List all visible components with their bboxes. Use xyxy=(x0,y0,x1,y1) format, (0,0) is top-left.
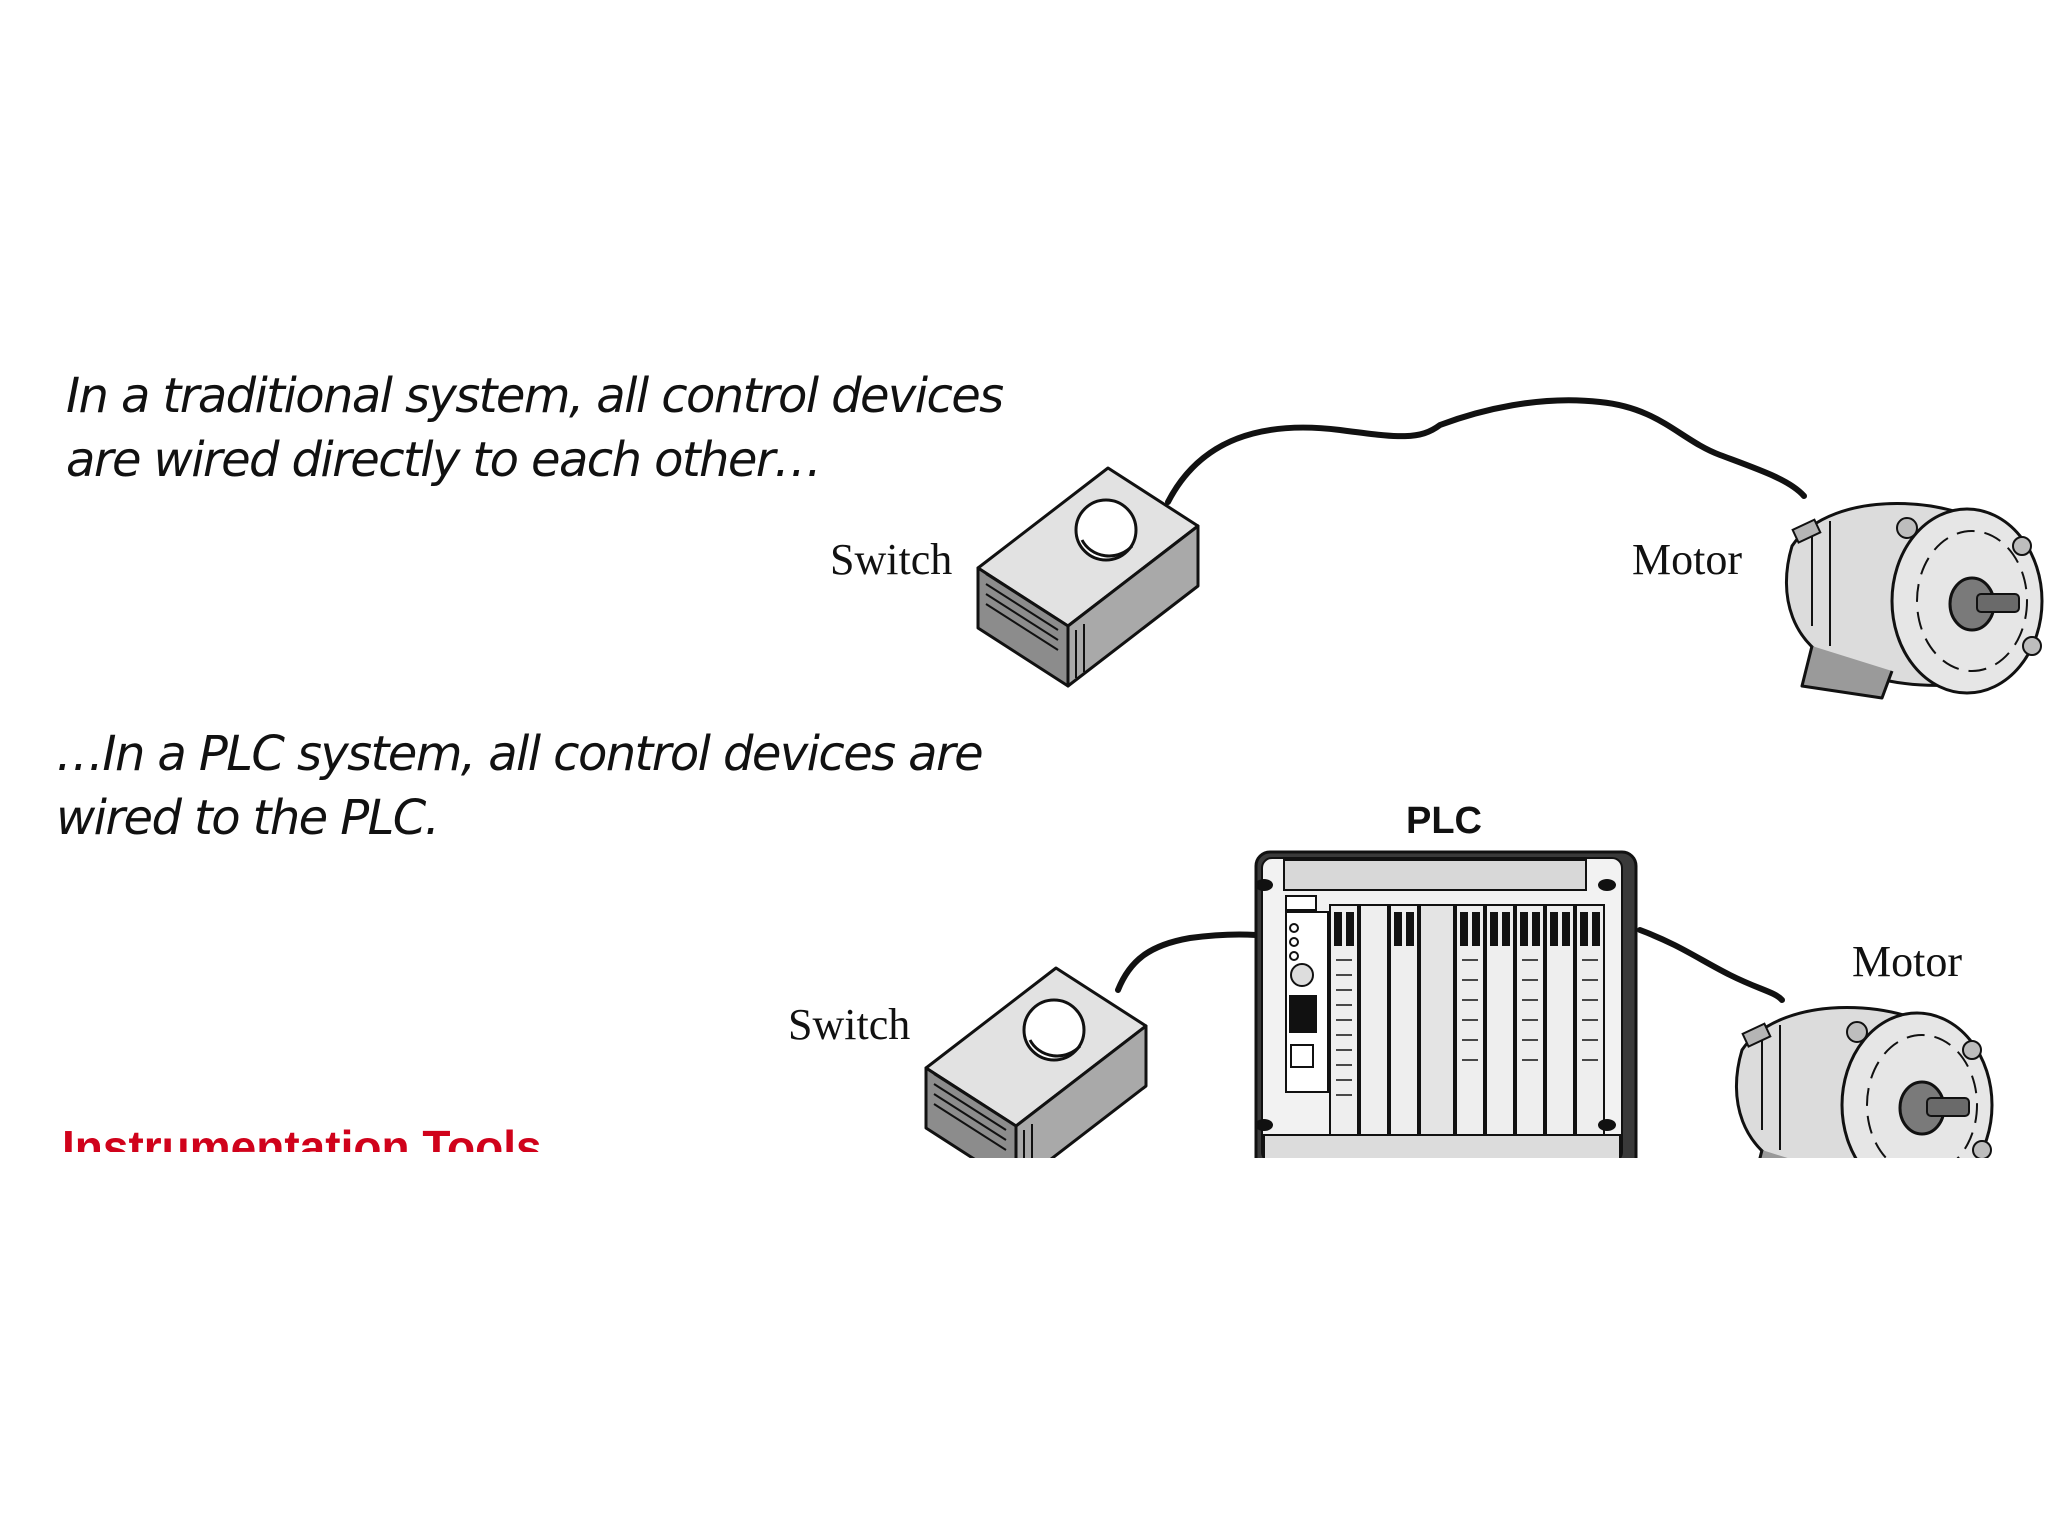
caption-line: …In a PLC system, all control devices ar… xyxy=(56,726,984,782)
switch-box-icon xyxy=(924,966,1148,1188)
caption-line: are wired directly to each other… xyxy=(66,432,822,488)
plc-system-caption: …In a PLC system, all control devices ar… xyxy=(56,722,984,850)
motor-label: Motor xyxy=(1632,535,1742,584)
motor-icon xyxy=(1784,502,2044,700)
caption-line: In a traditional system, all control dev… xyxy=(66,368,1004,424)
switch-label: Switch xyxy=(788,1000,911,1049)
plc-label: PLC xyxy=(1406,800,1482,842)
traditional-wire xyxy=(1165,397,1807,505)
cut-off-heading: Instrumentation Tools xyxy=(62,1122,542,1152)
motor-label: Motor xyxy=(1852,937,1962,986)
switch-to-plc-wire xyxy=(1115,931,1259,993)
plc-rack-icon xyxy=(1254,850,1638,1174)
caption-line: wired to the PLC. xyxy=(56,790,440,846)
cut-off-heading-text: Instrumentation Tools xyxy=(62,1122,542,1152)
switch-box-icon xyxy=(976,466,1200,688)
switch-label: Switch xyxy=(830,535,953,584)
traditional-system-caption: In a traditional system, all control dev… xyxy=(66,364,1004,492)
plc-to-motor-wire xyxy=(1637,927,1785,1003)
